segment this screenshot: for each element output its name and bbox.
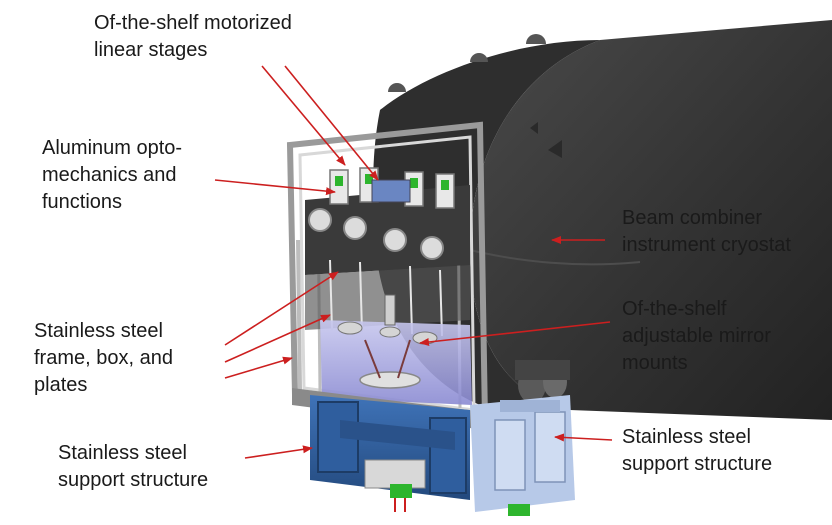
label-opto-mechanics-line-2: mechanics and [42, 164, 177, 186]
label-frame-box-plates-line-1: Stainless steel [34, 320, 163, 342]
label-opto-mechanics: Aluminum opto- mechanics and functions [42, 135, 182, 216]
label-frame-box-plates: Stainless steel frame, box, and plates [34, 318, 173, 399]
label-support-right: Stainless steel support structure [622, 424, 772, 478]
label-cryostat: Beam combiner instrument cryostat [622, 205, 791, 259]
label-cryostat-line-1: Beam combiner [622, 207, 763, 229]
label-support-left-line-1: Stainless steel [58, 442, 187, 464]
arrow-mirror-mounts [419, 321, 611, 346]
label-mirror-mounts-line-1: Of-the-shelf [622, 298, 727, 320]
label-linear-stages: Of-the-shelf motorized linear stages [94, 10, 292, 64]
support-structure-right [470, 395, 575, 512]
arrow-support-right [554, 433, 613, 442]
arrow-frame-2 [224, 314, 331, 363]
label-support-left-line-2: support structure [58, 469, 209, 491]
support-structure-left [310, 395, 470, 500]
label-cryostat-line-2: instrument cryostat [622, 234, 791, 256]
label-linear-stages-line-1: Of-the-shelf motorized [94, 12, 292, 34]
arrow-opto-mechanics [214, 179, 336, 196]
label-support-left: Stainless steel support structure [58, 440, 208, 494]
arrow-frame-3 [224, 356, 293, 379]
label-support-right-line-1: Stainless steel [622, 426, 751, 448]
label-opto-mechanics-line-3: functions [42, 191, 123, 213]
label-opto-mechanics-line-1: Aluminum opto- [42, 137, 183, 159]
connector-green-right [508, 504, 530, 516]
label-mirror-mounts-line-2: adjustable mirror [622, 325, 771, 347]
label-support-right-line-2: support structure [622, 453, 773, 475]
label-linear-stages-line-2: linear stages [94, 39, 208, 61]
leader-arrows [214, 65, 613, 459]
label-frame-box-plates-line-2: frame, box, and [34, 347, 173, 369]
connector-green-left [390, 484, 412, 498]
label-frame-box-plates-line-3: plates [34, 374, 88, 396]
arrow-frame-1 [224, 271, 339, 346]
arrow-support-left [244, 445, 313, 459]
arrow-linear-stage-2 [284, 65, 379, 181]
arrow-linear-stage-1 [261, 65, 346, 166]
label-mirror-mounts: Of-the-shelf adjustable mirror mounts [622, 296, 771, 377]
optics-plate [305, 167, 470, 337]
label-mirror-mounts-line-3: mounts [622, 352, 688, 374]
